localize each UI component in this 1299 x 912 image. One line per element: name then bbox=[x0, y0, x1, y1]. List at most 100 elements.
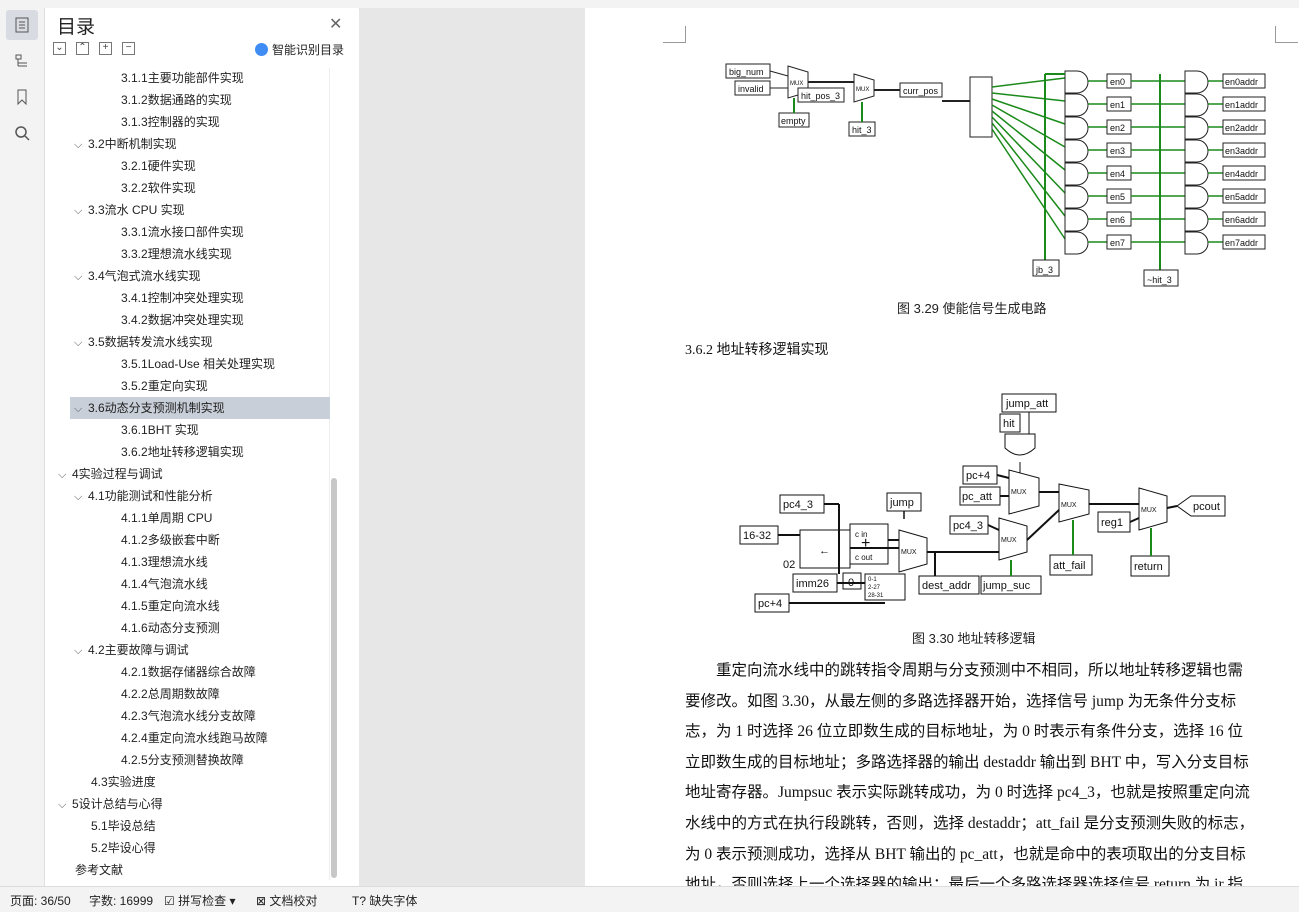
fig1-wire bbox=[991, 110, 1066, 171]
status-bar: 页面: 36/50 字数: 16999 ☑ 拼写检查 ▾ ⊠ 文档校对 T? 缺… bbox=[0, 886, 1299, 912]
word-count[interactable]: 字数: 16999 bbox=[89, 894, 154, 908]
close-icon[interactable]: ✕ bbox=[329, 16, 343, 33]
fig1-enaddr-box bbox=[1222, 73, 1266, 89]
toc-item[interactable]: 3.5.1Load-Use 相关处理实现 bbox=[121, 354, 275, 374]
proofread-button[interactable]: ⊠ 文档校对 bbox=[256, 892, 317, 909]
toc-item[interactable]: 3.4.2数据冲突处理实现 bbox=[121, 310, 244, 330]
expand-all-icon[interactable]: + bbox=[99, 42, 112, 55]
fig2-bits1: 0-1 bbox=[868, 577, 877, 583]
toc-item[interactable]: ⌵4实验过程与调试 bbox=[58, 464, 163, 484]
fig2-return: return bbox=[1134, 561, 1163, 573]
toc-item-label: 3.2.2软件实现 bbox=[121, 181, 196, 195]
fig1-wire bbox=[991, 104, 1066, 148]
toc-item[interactable]: 3.1.2数据通路的实现 bbox=[121, 90, 232, 110]
toc-item[interactable]: 4.2.1数据存储器综合故障 bbox=[121, 662, 256, 682]
toc-item[interactable]: 4.1.3理想流水线 bbox=[121, 552, 208, 572]
toc-item[interactable]: 4.2.3气泡流水线分支故障 bbox=[121, 706, 256, 726]
fig1-curr-pos: curr_pos bbox=[903, 86, 939, 96]
fig1-wire bbox=[991, 98, 1066, 125]
toc-scrollbar[interactable] bbox=[331, 478, 337, 878]
ai-icon bbox=[255, 43, 268, 56]
outline-icon[interactable] bbox=[6, 46, 38, 76]
toc-item[interactable]: ⌵3.4气泡式流水线实现 bbox=[74, 266, 201, 286]
fig2-att-fail: att_fail bbox=[1053, 560, 1085, 572]
fig1-jb3-box bbox=[1032, 259, 1060, 277]
toc-item[interactable]: ⌵3.2中断机制实现 bbox=[74, 134, 177, 154]
toc-item[interactable]: 5.1毕设总结 bbox=[91, 816, 156, 836]
fig1-and-gate bbox=[1064, 162, 1089, 186]
toc-item[interactable]: ⌵5设计总结与心得 bbox=[58, 794, 163, 814]
toc-item[interactable]: 4.1.1单周期 CPU bbox=[121, 508, 212, 528]
toc-item[interactable]: ⌵3.5数据转发流水线实现 bbox=[74, 332, 213, 352]
toc-item[interactable]: 3.1.3控制器的实现 bbox=[121, 112, 220, 132]
missing-font-button[interactable]: T? 缺失字体 bbox=[352, 892, 417, 909]
toc-item-label: 3.4.1控制冲突处理实现 bbox=[121, 291, 244, 305]
toc-item[interactable]: 3.1.1主要功能部件实现 bbox=[121, 68, 244, 88]
chevron-down-icon[interactable]: ⌵ bbox=[74, 271, 83, 283]
toc-item[interactable]: 4.3实验进度 bbox=[91, 772, 156, 792]
toc-item[interactable]: 3.2.1硬件实现 bbox=[121, 156, 196, 176]
toc-item[interactable]: 4.1.2多级嵌套中断 bbox=[121, 530, 220, 550]
fig2-02: 02 bbox=[783, 559, 795, 571]
chevron-down-icon[interactable]: ⌵ bbox=[74, 403, 83, 415]
toc-icon[interactable] bbox=[6, 10, 38, 40]
fig2-mux5: MUX bbox=[1141, 507, 1157, 514]
fig1-enaddr-box bbox=[1222, 165, 1266, 181]
toc-item[interactable]: 参考文献 bbox=[75, 860, 123, 876]
chevron-down-icon[interactable]: ⌵ bbox=[74, 205, 83, 217]
toc-item-label: 4.1.4气泡流水线 bbox=[121, 577, 208, 591]
toc-item[interactable]: ⌵3.6动态分支预测机制实现 bbox=[74, 398, 225, 418]
paragraph-line: 重定向流水线中的跳转指令周期与分支预测中不相同，所以地址转移逻辑也需 bbox=[685, 662, 1244, 679]
toc-item[interactable]: 4.1.4气泡流水线 bbox=[121, 574, 208, 594]
toc-item[interactable]: ⌵4.1功能测试和性能分析 bbox=[74, 486, 213, 506]
crop-mark bbox=[663, 26, 686, 43]
toc-item[interactable]: 3.3.2理想流水线实现 bbox=[121, 244, 232, 264]
collapse-down-icon[interactable]: ⌄ bbox=[53, 42, 66, 55]
toc-scroll-track bbox=[329, 68, 340, 880]
toc-item[interactable]: 4.2.4重定向流水线跑马故障 bbox=[121, 728, 268, 748]
spell-check-button[interactable]: ☑ 拼写检查 ▾ bbox=[164, 892, 236, 909]
toc-item[interactable]: 4.1.5重定向流水线 bbox=[121, 596, 220, 616]
collapse-up-icon[interactable]: ⌃ bbox=[76, 42, 89, 55]
toc-item-label: 3.6.2地址转移逻辑实现 bbox=[121, 445, 244, 459]
fig2-zero: 0 bbox=[848, 577, 854, 589]
toc-item[interactable]: 4.2.5分支预测替换故障 bbox=[121, 750, 244, 770]
toc-item[interactable]: 3.3.1流水接口部件实现 bbox=[121, 222, 244, 242]
smart-toc-button[interactable]: 智能识别目录 bbox=[255, 41, 344, 58]
collapse-all-icon[interactable]: − bbox=[122, 42, 135, 55]
toc-item-label: 3.2.1硬件实现 bbox=[121, 159, 196, 173]
toc-item[interactable]: 3.6.2地址转移逻辑实现 bbox=[121, 442, 244, 462]
chevron-down-icon[interactable]: ⌵ bbox=[74, 139, 83, 151]
toc-item[interactable]: 3.4.1控制冲突处理实现 bbox=[121, 288, 244, 308]
toc-item[interactable]: 4.2.2总周期数故障 bbox=[121, 684, 220, 704]
bookmark-icon[interactable] bbox=[6, 82, 38, 112]
page-count[interactable]: 页面: 36/50 bbox=[10, 894, 71, 908]
fig1-mux2: MUX bbox=[856, 87, 869, 93]
fig1-and-gate bbox=[1064, 139, 1089, 163]
fig2-mux1: MUX bbox=[1011, 489, 1027, 496]
toc-item-label: 3.3.1流水接口部件实现 bbox=[121, 225, 244, 239]
fig1-enaddr-label: en7addr bbox=[1225, 238, 1258, 248]
section-heading: 3.6.2 地址转移逻辑实现 bbox=[685, 343, 829, 358]
toc-item[interactable]: 3.6.1BHT 实现 bbox=[121, 420, 199, 440]
figure-3-29-caption: 图 3.29 使能信号生成电路 bbox=[897, 301, 1047, 316]
search-icon[interactable] bbox=[6, 118, 38, 148]
toc-item-label: 3.1.2数据通路的实现 bbox=[121, 93, 232, 107]
fig1-en-label: en0 bbox=[1110, 77, 1125, 87]
toc-item-label: 4.2.5分支预测替换故障 bbox=[121, 753, 244, 767]
fig1-wire bbox=[991, 128, 1066, 240]
toc-item[interactable]: ⌵4.2主要故障与调试 bbox=[74, 640, 189, 660]
chevron-down-icon[interactable]: ⌵ bbox=[74, 645, 83, 657]
toc-item[interactable]: ⌵3.3流水 CPU 实现 bbox=[74, 200, 185, 220]
toc-item-label: 3.5.2重定向实现 bbox=[121, 379, 208, 393]
fig1-enaddr-label: en2addr bbox=[1225, 123, 1258, 133]
chevron-down-icon[interactable]: ⌵ bbox=[74, 337, 83, 349]
fig2-reg1: reg1 bbox=[1101, 517, 1123, 529]
toc-item[interactable]: 5.2毕设心得 bbox=[91, 838, 156, 858]
toc-item[interactable]: 3.5.2重定向实现 bbox=[121, 376, 208, 396]
toc-item[interactable]: 4.1.6动态分支预测 bbox=[121, 618, 220, 638]
chevron-down-icon[interactable]: ⌵ bbox=[74, 491, 83, 503]
chevron-down-icon[interactable]: ⌵ bbox=[58, 799, 67, 811]
toc-item[interactable]: 3.2.2软件实现 bbox=[121, 178, 196, 198]
chevron-down-icon[interactable]: ⌵ bbox=[58, 469, 67, 481]
